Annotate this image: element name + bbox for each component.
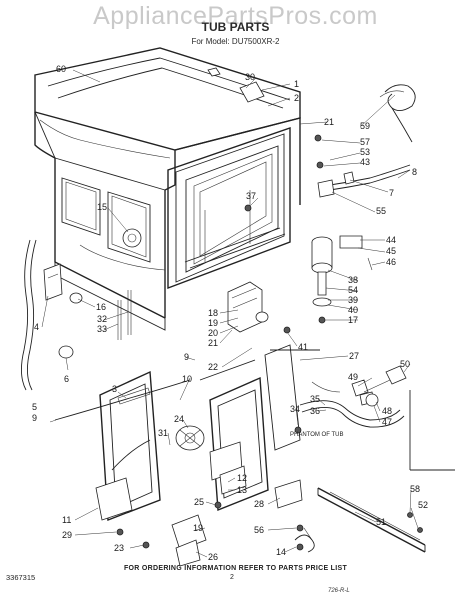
callout-57: 57: [360, 137, 370, 147]
callout-49: 49: [348, 372, 358, 382]
callout-56: 56: [254, 525, 264, 535]
callout-4: 4: [34, 322, 39, 332]
ordering-note: FOR ORDERING INFORMATION REFER TO PARTS …: [123, 565, 348, 572]
bottom-bracket-motor: [171, 479, 313, 567]
watermark-text: AppliancePartsPros.com: [93, 2, 378, 30]
callout-44: 44: [386, 235, 396, 245]
callout-12: 12: [237, 473, 247, 483]
callout-21: 21: [324, 117, 334, 127]
callout-31: 31: [158, 428, 168, 438]
callout-46: 46: [386, 257, 396, 267]
callout-22: 22: [208, 362, 218, 372]
callout-58: 58: [410, 484, 420, 494]
callout-40: 40: [348, 305, 358, 315]
callout-13: 13: [237, 485, 247, 495]
callout-1: 1: [294, 79, 299, 89]
callout-29: 29: [62, 530, 72, 540]
door-gasket: [167, 127, 291, 290]
callout-53: 53: [360, 147, 370, 157]
callout-27: 27: [349, 351, 359, 361]
base-frame-left: [54, 370, 191, 549]
callout-20: 20: [208, 328, 218, 338]
callout-30: 30: [245, 72, 255, 82]
signature-mark: 726-R-L: [328, 588, 350, 594]
callout-38: 38: [348, 275, 358, 285]
callout-5: 5: [32, 402, 37, 412]
hook-part: [294, 534, 315, 553]
callout-10: 10: [182, 374, 192, 384]
callout-15: 15: [97, 202, 107, 212]
callout-48: 48: [382, 406, 392, 416]
callout-19b: 19: [193, 523, 203, 533]
document-number: 3367315: [6, 573, 36, 582]
pump-assembly: [227, 281, 291, 334]
float-switch: [311, 235, 373, 324]
callout-35: 35: [310, 394, 320, 404]
callout-19: 19: [208, 318, 218, 328]
callout-36: 36: [310, 406, 320, 416]
callout-32: 32: [97, 314, 107, 324]
callout-6: 6: [64, 374, 69, 384]
callout-45: 45: [386, 246, 396, 256]
callout-9a: 9: [184, 352, 189, 362]
diagram-title: TUB PARTS: [201, 20, 270, 34]
callout-9b: 9: [32, 413, 37, 423]
callout-2: 2: [294, 93, 299, 103]
callout-59: 59: [360, 121, 370, 131]
callout-37: 37: [246, 191, 256, 201]
phantom-label: PHANTOM OF TUB: [290, 432, 343, 438]
callout-labels: 60 30 1 2 21 59 57 53 43 8 7 55 15 37 44…: [32, 64, 428, 562]
leader-lines: [41, 69, 419, 558]
callout-33: 33: [97, 324, 107, 334]
callout-41: 41: [298, 342, 308, 352]
inlet-fittings: [351, 365, 455, 471]
callout-55: 55: [376, 206, 386, 216]
callout-43: 43: [360, 157, 370, 167]
callout-28: 28: [254, 499, 264, 509]
callout-14: 14: [276, 547, 286, 557]
left-hose-valve: [21, 228, 142, 391]
callout-17: 17: [348, 315, 358, 325]
callout-8: 8: [412, 167, 417, 177]
callout-16: 16: [96, 302, 106, 312]
fill-hose: [317, 84, 416, 198]
callout-11: 11: [62, 515, 71, 525]
callout-25: 25: [194, 497, 204, 507]
callout-39: 39: [348, 295, 358, 305]
callout-7: 7: [389, 188, 394, 198]
callout-26: 26: [208, 552, 218, 562]
callout-21b: 21: [208, 338, 218, 348]
callout-47: 47: [382, 417, 392, 427]
callout-52: 52: [418, 500, 428, 510]
model-line: For Model: DU7500XR-2: [191, 37, 280, 46]
base-frame-right: [175, 344, 320, 512]
callout-60: 60: [56, 64, 66, 74]
callout-23: 23: [114, 543, 124, 553]
callout-18: 18: [208, 308, 218, 318]
callout-51: 51: [376, 517, 386, 527]
callout-50: 50: [400, 359, 410, 369]
page-number: 2: [230, 574, 234, 581]
toe-rail: [317, 487, 426, 553]
callout-3: 3: [112, 384, 117, 394]
callout-24: 24: [174, 414, 184, 424]
small-screws-right: [207, 67, 324, 212]
callout-54: 54: [348, 285, 358, 295]
callout-34: 34: [290, 404, 300, 414]
